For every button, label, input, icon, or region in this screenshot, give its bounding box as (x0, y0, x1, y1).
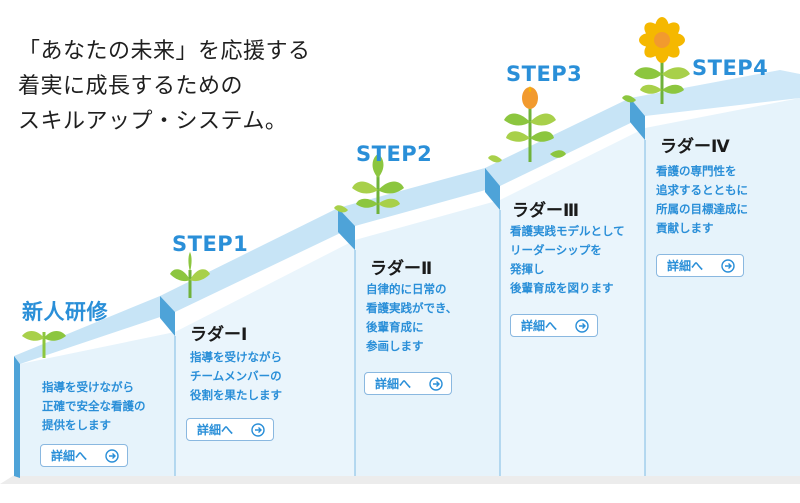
step-top-4 (630, 70, 800, 116)
riser-0 (14, 356, 20, 478)
step-label-step3: STEP3 (506, 62, 583, 86)
arrow-right-circle-icon (251, 422, 265, 437)
step-face-0 (20, 332, 175, 476)
detail-button-label: 詳細へ (51, 449, 88, 463)
riser-4 (630, 98, 645, 140)
arrow-right-circle-icon (429, 376, 443, 391)
ladder-title-1: ラダーⅠ (190, 325, 248, 345)
step-top-3 (485, 98, 645, 186)
detail-button-label: 詳細へ (375, 377, 412, 391)
sprout-icon (22, 331, 66, 358)
step-desc-step3: 看護実践モデルとして リーダーシップを 発揮し 後輩育成を図ります (510, 224, 625, 295)
headline: 「あなたの未来」を応援する 着実に成長するための スキルアップ・システム。 (18, 34, 311, 139)
detail-button-label: 詳細へ (667, 259, 704, 273)
step-face-2 (355, 200, 500, 476)
headline-line-2: 着実に成長するための (18, 74, 244, 99)
detail-button-step3[interactable]: 詳細へ (510, 314, 598, 337)
detail-button-new-training[interactable]: 詳細へ (40, 444, 128, 467)
arrow-right-circle-icon (721, 258, 735, 273)
step-face-3 (500, 128, 645, 476)
step-face-1 (175, 240, 355, 476)
step-label-new-training: 新人研修 (22, 300, 108, 324)
riser-1 (160, 296, 175, 336)
step-desc-step4: 看護の専門性を 追求するとともに 所属の目標達成に 貢献します (656, 164, 748, 235)
detail-button-step4[interactable]: 詳細へ (656, 254, 744, 277)
sunflower-icon (622, 17, 690, 104)
step-face-4 (645, 98, 800, 476)
detail-button-step1[interactable]: 詳細へ (186, 418, 274, 441)
headline-line-3: スキルアップ・システム。 (18, 109, 288, 134)
arrow-right-circle-icon (105, 448, 119, 463)
arrow-right-circle-icon (575, 318, 589, 333)
ladder-title-2: ラダーⅡ (370, 259, 433, 279)
riser-2 (338, 208, 355, 250)
detail-button-label: 詳細へ (197, 423, 234, 437)
headline-line-1: 「あなたの未来」を応援する (18, 39, 311, 64)
step-label-step1: STEP1 (172, 232, 249, 256)
step-top-1 (160, 208, 355, 312)
seedling-icon (170, 252, 210, 298)
ladder-title-4: ラダーⅣ (660, 137, 730, 157)
riser-3 (485, 168, 500, 210)
step-desc-step2: 自律的に日常の 看護実践ができ、 後輩育成に 参画します (366, 282, 458, 353)
detail-button-step2[interactable]: 詳細へ (364, 372, 452, 395)
step-label-step2: STEP2 (356, 142, 433, 166)
step-desc-new-training: 指導を受けながら 正確で安全な看護の 提供をします (42, 380, 146, 432)
detail-button-label: 詳細へ (521, 319, 558, 333)
step-top-0 (14, 296, 175, 364)
young-plant-icon (334, 154, 404, 214)
budding-plant-icon (488, 86, 566, 163)
step-desc-step1: 指導を受けながら チームメンバーの 役割を果たします (190, 350, 282, 402)
ladder-title-3: ラダーⅢ (512, 201, 580, 221)
step-label-step4: STEP4 (692, 56, 769, 80)
